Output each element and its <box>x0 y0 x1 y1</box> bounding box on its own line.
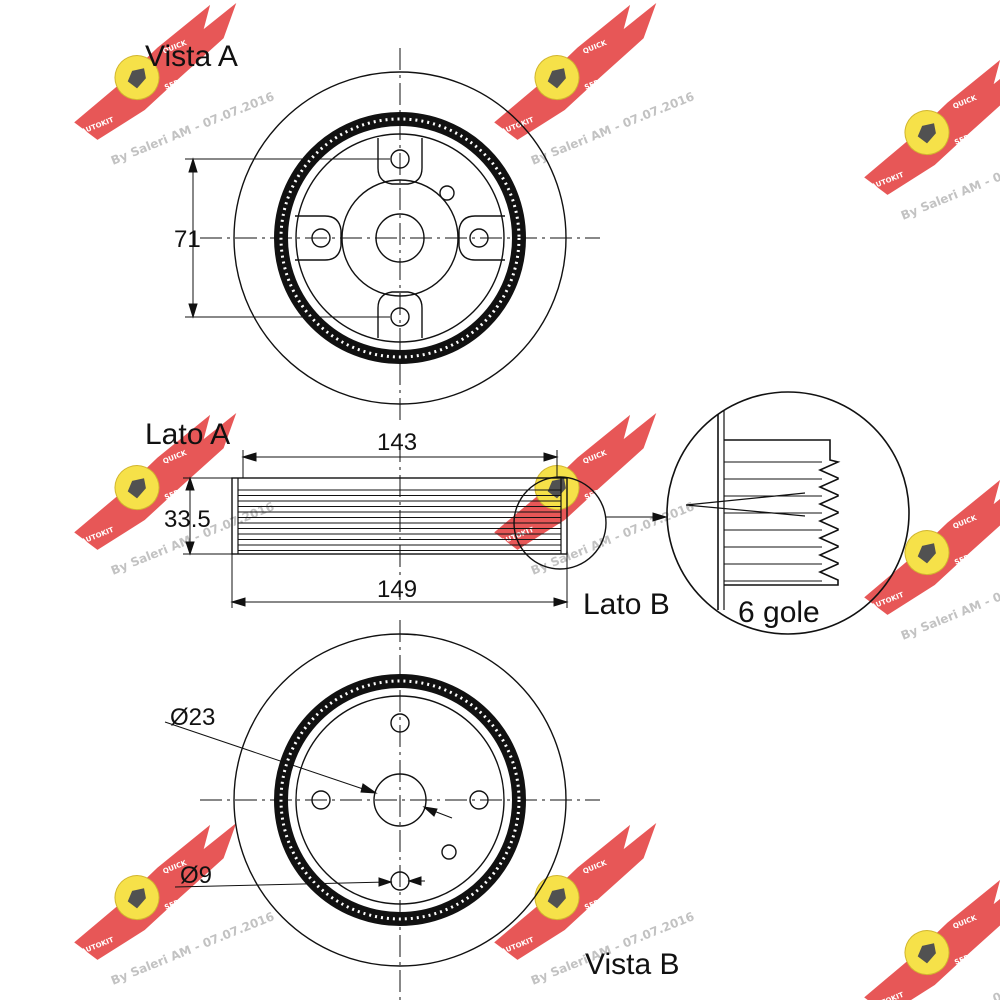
detail-v-pointer <box>685 492 806 517</box>
detail-view-circle <box>666 391 910 635</box>
side-grooves <box>237 478 562 554</box>
vista-b-view <box>164 620 600 1000</box>
side-view <box>183 440 668 608</box>
dim-d23-arrow-in <box>360 783 378 794</box>
groove-detail-view <box>666 391 910 635</box>
vista-b-inner-circle <box>295 695 505 905</box>
car-icon <box>547 888 566 909</box>
dim-d23-label: Ø23 <box>170 704 216 731</box>
dim-335-arrow-top <box>185 476 195 491</box>
dim-143-arrow-right <box>543 452 559 462</box>
vista-a-boss-left <box>295 215 342 261</box>
watermark-wing <box>74 822 237 960</box>
vista-a-view <box>185 48 600 420</box>
vista-a-damper-ring-knurl <box>279 117 521 359</box>
car-icon <box>127 68 146 89</box>
dim-d23-arrow-out <box>422 806 438 817</box>
dim-d9-arrow-out <box>407 876 422 886</box>
car-icon <box>917 543 936 564</box>
vista-a-bolt-hole-top <box>390 149 410 169</box>
vista-a-hub-bore <box>375 213 425 263</box>
vista-b-hub-bore <box>373 773 427 827</box>
vista-a-boss-right <box>458 215 505 261</box>
dim-d9-label: Ø9 <box>180 862 213 889</box>
vista-b-label: Vista B <box>585 948 680 981</box>
dim-335-arrow-bottom <box>185 541 195 556</box>
vista-a-bolt-hole-bottom <box>390 307 410 327</box>
car-icon <box>917 123 936 144</box>
detail-leader-arrow <box>652 512 668 522</box>
dim-335-label: 33.5 <box>164 506 211 533</box>
vista-a-boss-bottom <box>377 291 423 338</box>
detail-marker-circle <box>513 476 607 570</box>
vista-b-bolt-hole-top <box>390 713 410 733</box>
vista-a-inner-circle <box>295 133 505 343</box>
gole-label: 6 gole <box>738 596 820 629</box>
vista-a-label: Vista A <box>145 40 238 73</box>
dim-149-arrow-right <box>553 597 569 607</box>
dim-149-arrow-left <box>230 597 246 607</box>
vista-b-damper-ring-knurl <box>279 679 521 921</box>
car-icon <box>547 68 566 89</box>
dim-143-label: 143 <box>377 429 418 456</box>
vista-a-bolt-hole-right <box>469 228 489 248</box>
dim-143-arrow-left <box>241 452 257 462</box>
car-icon <box>127 888 146 909</box>
car-icon <box>127 478 146 499</box>
vista-a-boss-top <box>377 138 423 185</box>
vista-b-bolt-hole-right <box>469 790 489 810</box>
vista-b-bolt-hole-left <box>311 790 331 810</box>
vista-b-outer-circle <box>233 633 567 967</box>
side-body-outline <box>231 477 568 555</box>
dim-71-arrow-bottom <box>188 303 198 319</box>
vista-a-hub-outer <box>341 179 459 297</box>
lato-b-label: Lato B <box>583 588 670 621</box>
dim-71-arrow-top <box>188 157 198 173</box>
vista-b-locator-hole <box>441 844 457 860</box>
vista-a-bolt-hole-left <box>311 228 331 248</box>
dim-71-label: 71 <box>174 226 201 253</box>
dim-d23-leader <box>164 721 373 793</box>
car-icon <box>917 943 936 964</box>
watermark-wing <box>494 822 657 960</box>
dim-d9-leader <box>174 881 390 888</box>
detail-groove-profile <box>724 439 841 586</box>
lato-a-label: Lato A <box>145 418 231 451</box>
dim-149-label: 149 <box>377 576 418 603</box>
vista-a-locator-hole <box>439 185 455 201</box>
dim-d9-arrow-in <box>378 877 393 887</box>
vista-a-outer-circle <box>233 71 567 405</box>
